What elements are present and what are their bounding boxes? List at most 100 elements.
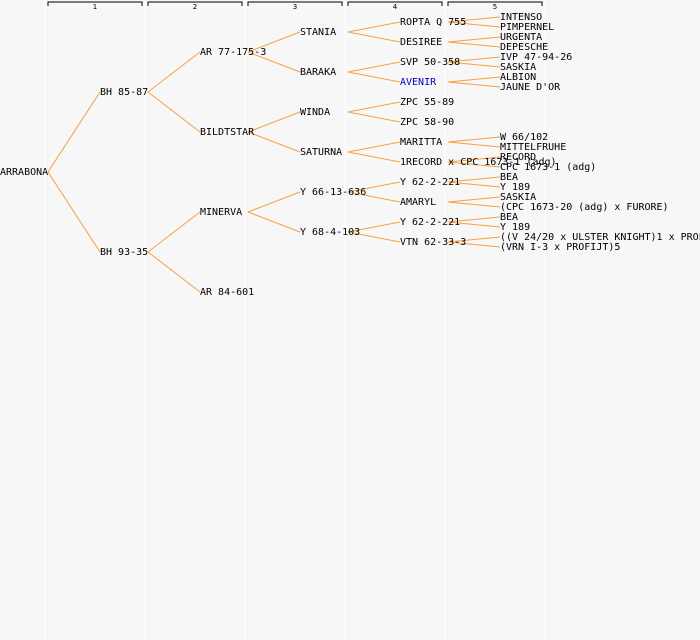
pedigree-node: MARITTA — [400, 137, 442, 148]
pedigree-edge — [447, 241, 501, 248]
pedigree-edge — [147, 251, 201, 293]
pedigree-edge — [447, 216, 501, 223]
pedigree-edge — [347, 21, 401, 33]
pedigree-node: SVP 50-358 — [400, 57, 460, 68]
pedigree-node: DESIREE — [400, 37, 442, 48]
pedigree-node: WINDA — [300, 107, 330, 118]
pedigree-edge — [347, 141, 401, 153]
pedigree-node: ZPC 55-89 — [400, 97, 454, 108]
generation-label: 2 — [193, 3, 197, 11]
pedigree-node: ALBION — [500, 72, 536, 83]
generation-bracket — [447, 1, 543, 6]
pedigree-node: ROPTA Q 755 — [400, 17, 466, 28]
pedigree-node: AR 77-175-3 — [200, 47, 266, 58]
pedigree-edge — [347, 191, 401, 203]
pedigree-edge — [147, 211, 201, 253]
pedigree-edge — [347, 61, 401, 73]
pedigree-node: BILDTSTAR — [200, 127, 255, 138]
generation-label: 3 — [293, 3, 297, 11]
pedigree-edge — [147, 51, 201, 93]
pedigree-edge — [47, 171, 101, 253]
generation-label: 1 — [93, 3, 97, 11]
pedigree-edge — [447, 176, 501, 183]
pedigree-node: BEA — [500, 212, 518, 223]
pedigree-node: BEA — [500, 172, 518, 183]
pedigree-edge — [147, 91, 201, 133]
pedigree-node: MITTELFRUHE — [500, 142, 566, 153]
generation-bracket — [47, 1, 143, 6]
pedigree-edge — [447, 36, 501, 43]
pedigree-edge — [347, 221, 401, 233]
pedigree-node: Y 189 — [500, 182, 530, 193]
pedigree-node: RECORD — [500, 152, 536, 163]
pedigree-edge — [247, 131, 301, 153]
pedigree-node: AR 84-601 — [200, 287, 254, 298]
generation-bracket — [247, 1, 343, 6]
pedigree-node: (VRN I-3 x PROFIJT)5 — [500, 242, 620, 253]
pedigree-edge — [447, 136, 501, 143]
pedigree-node: VTN 62-33-3 — [400, 237, 466, 248]
pedigree-node: CPC 1673-1 (adg) — [500, 162, 596, 173]
pedigree-node: BARAKA — [300, 67, 336, 78]
pedigree-node: Y 66-13-636 — [300, 187, 366, 198]
pedigree-node: ((V 24/20 x ULSTER KNIGHT)1 x PROFIJT) — [500, 232, 700, 243]
pedigree-node: AMARYL — [400, 197, 436, 208]
pedigree-edge — [447, 61, 501, 68]
pedigree-node: ZPC 58-90 — [400, 117, 454, 128]
pedigree-node: SASKIA — [500, 62, 536, 73]
pedigree-edge — [247, 51, 301, 73]
pedigree-node: SATURNA — [300, 147, 342, 158]
pedigree-edge — [247, 211, 301, 233]
pedigree-node: IVP 47-94-26 — [500, 52, 572, 63]
pedigree-node: W 66/102 — [500, 132, 548, 143]
pedigree-node: Y 68-4-103 — [300, 227, 360, 238]
pedigree-edge — [347, 181, 401, 193]
pedigree-node: INTENSO — [500, 12, 542, 23]
pedigree-edge — [447, 21, 501, 28]
pedigree-node: BH 93-35 — [100, 247, 148, 258]
pedigree-node: 1RECORD x CPC 1673-1 (adg) — [400, 157, 557, 168]
pedigree-edge — [347, 101, 401, 113]
pedigree-node: Y 62-2-221 — [400, 217, 460, 228]
pedigree-edge — [247, 31, 301, 53]
pedigree-edge — [347, 71, 401, 83]
pedigree-edge — [447, 221, 501, 228]
pedigree-edge — [47, 91, 101, 173]
pedigree-edge — [447, 236, 501, 243]
pedigree-edge — [447, 76, 501, 83]
pedigree-edge — [447, 196, 501, 203]
pedigree-node: URGENTA — [500, 32, 542, 43]
pedigree-edge — [447, 161, 501, 168]
pedigree-edge — [347, 31, 401, 43]
pedigree-node: STANIA — [300, 27, 336, 38]
pedigree-edge — [447, 156, 501, 163]
generation-bracket — [347, 1, 443, 6]
pedigree-edge — [447, 41, 501, 48]
pedigree-node: ARRABONA — [0, 167, 48, 178]
pedigree-node: (CPC 1673-20 (adg) x FURORE) — [500, 202, 669, 213]
pedigree-node-link[interactable]: AVENIR — [400, 77, 437, 88]
pedigree-node: PIMPERNEL — [500, 22, 554, 33]
pedigree-edge — [447, 56, 501, 63]
pedigree-edge — [247, 111, 301, 133]
pedigree-edge — [447, 81, 501, 88]
pedigree-node: Y 189 — [500, 222, 530, 233]
pedigree-edge — [247, 191, 301, 213]
pedigree-node: DEPESCHE — [500, 42, 548, 53]
pedigree-edge — [447, 141, 501, 148]
generation-label: 4 — [393, 3, 398, 11]
pedigree-edge — [447, 201, 501, 208]
pedigree-node: BH 85-87 — [100, 87, 148, 98]
pedigree-edge — [347, 231, 401, 243]
pedigree-node: JAUNE D'OR — [500, 82, 561, 93]
pedigree-node: Y 62-2-221 — [400, 177, 460, 188]
pedigree-edge — [347, 111, 401, 123]
pedigree-edge — [447, 16, 501, 23]
pedigree-edge — [447, 181, 501, 188]
pedigree-node: MINERVA — [200, 207, 242, 218]
pedigree-node: SASKIA — [500, 192, 536, 203]
generation-bracket — [147, 1, 243, 6]
pedigree-edge — [347, 151, 401, 163]
